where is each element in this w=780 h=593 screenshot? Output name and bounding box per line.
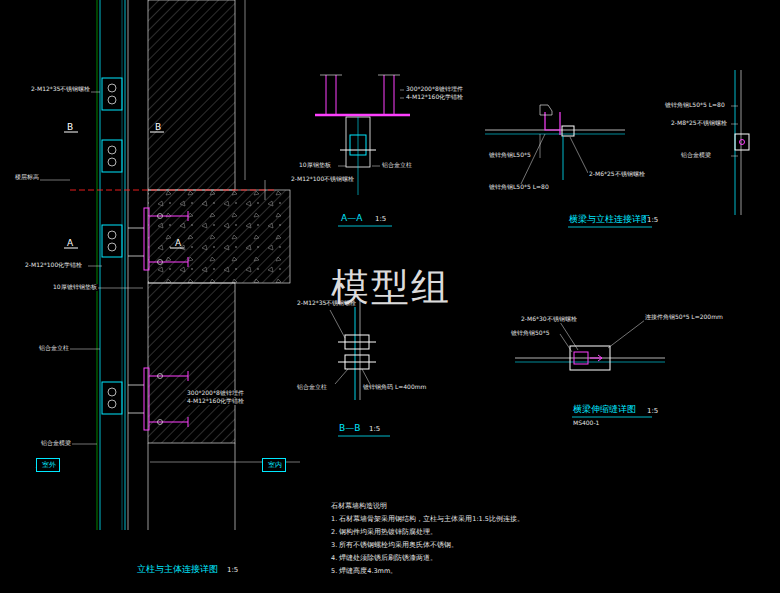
detail-title: B—B: [338, 423, 361, 433]
annotation: 铝合金横梁: [40, 440, 72, 447]
note-line: 石材幕墙构造说明: [330, 503, 388, 510]
annotation: 铝合金立柱: [296, 384, 328, 391]
section-markers: [64, 132, 184, 248]
annotation: 300*200*8镀锌埋件: [405, 86, 464, 93]
annotation: 镀锌钢角码 L=400mm: [362, 384, 427, 391]
note-line: 2. 钢构件均采用热镀锌防腐处理。: [330, 529, 438, 536]
region-name: 室外: [42, 462, 54, 470]
scale-label: 1:5: [368, 425, 381, 433]
annotation: 2-M12*35不锈钢螺栓: [30, 86, 91, 93]
section-b-b: [330, 300, 390, 436]
section-marker: B: [154, 122, 162, 132]
annotation: 4-M12*160化学锚栓: [186, 398, 245, 405]
transom-mullion-joint: [485, 105, 652, 227]
annotation: 镀锌角钢50*5: [510, 330, 550, 337]
annotation: 镀锌角钢L50*5 L=80: [488, 184, 550, 191]
annotation: 铝合金立柱: [38, 345, 70, 352]
transom-side-view: [731, 70, 749, 215]
annotation: MS400-1: [572, 420, 600, 427]
leader-lines: [28, 92, 300, 468]
scale-label: 1:5: [646, 216, 659, 224]
region-tag: 室外: [36, 458, 60, 472]
annotation: 铝合金立柱: [381, 162, 413, 169]
detail-title: 立柱与主体连接详图: [136, 564, 219, 574]
detail-title: 横梁与立柱连接详图: [568, 214, 651, 224]
watermark: 模型组: [330, 266, 452, 310]
anchor-plates: [128, 208, 188, 430]
section-marker: B: [66, 122, 74, 132]
note-line: 1. 石材幕墙骨架采用钢结构，立柱与主体采用1:1.5比例连接。: [330, 516, 525, 523]
wall-section: [148, 0, 290, 530]
annotation: 连接件角钢50*5 L=200mm: [644, 314, 724, 321]
note-line: 3. 所有不锈钢螺栓均采用奥氏体不锈钢。: [330, 542, 459, 549]
annotation: 10厚镀锌钢垫板: [52, 284, 98, 291]
section-marker: A: [174, 238, 182, 248]
region-tag: 室内: [262, 458, 286, 472]
annotation: 楼层标高: [14, 174, 40, 181]
annotation: 300*200*8镀锌埋件: [186, 390, 245, 397]
annotation: 2-M12*100不锈钢螺栓: [290, 176, 355, 183]
section-a-a: [315, 75, 410, 226]
scale-label: 1:5: [226, 566, 239, 574]
annotation: 铝合金横梁: [680, 152, 712, 159]
annotation: 4-M12*160化学锚栓: [405, 94, 464, 101]
scale-label: 1:5: [646, 407, 659, 415]
region-name: 室内: [268, 462, 280, 470]
detail-title: 横梁伸缩缝详图: [572, 404, 637, 414]
annotation: 2-M6*30不锈钢螺栓: [520, 316, 578, 323]
note-line: 5. 焊缝高度4.3mm。: [330, 568, 398, 575]
detail-title: A—A: [340, 213, 363, 223]
section-marker: A: [66, 238, 74, 248]
floor-level-line: [70, 190, 275, 191]
annotation: 2-M12*100化学锚栓: [24, 262, 83, 269]
annotation: 10厚钢垫板: [298, 162, 332, 169]
note-line: 4. 焊缝处须除锈后刷防锈漆两道。: [330, 555, 438, 562]
annotation: 2-M8*25不锈钢螺栓: [670, 120, 728, 127]
annotation: 镀锌角钢L50*5: [488, 152, 532, 159]
annotation: 2-M6*25不锈钢螺栓: [588, 171, 646, 178]
scale-label: 1:5: [374, 215, 387, 223]
annotation: 镀锌角钢L50*5 L=80: [664, 102, 726, 109]
mullion: [97, 0, 128, 530]
